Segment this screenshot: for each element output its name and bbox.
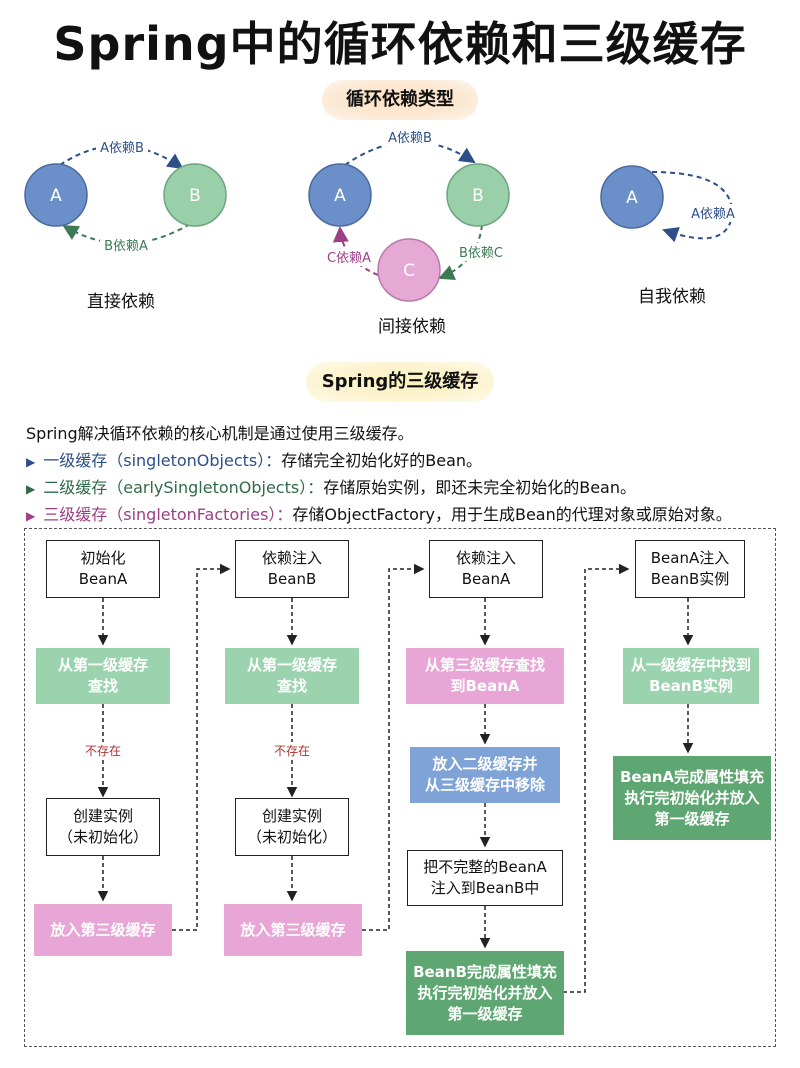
cache-level-1: ▶ 一级缓存（singletonObjects）：存储完全初始化好的Bean。	[26, 447, 482, 471]
edge-b-a-label: B依赖A	[104, 239, 148, 254]
flow-col2-put-level3: 放入第三级缓存	[224, 904, 362, 956]
flow-col3-inject-incomplete: 把不完整的BeanA 注入到BeanB中	[407, 850, 563, 906]
edge-a-a-label: A依赖A	[691, 207, 735, 222]
bullet-triangle-icon: ▶	[26, 455, 36, 469]
edge-c-to-a	[332, 226, 379, 276]
edge-a-to-b	[344, 140, 476, 166]
bullet-triangle-icon: ▶	[26, 482, 36, 496]
edge-a-b-label: A依赖B	[100, 141, 144, 156]
flow-bean-a-inject-bean-b: BeanA注入 BeanB实例	[635, 540, 745, 598]
edge-b-c-label: B依赖C	[459, 246, 503, 261]
cache-level-3: ▶ 三级缓存（singletonFactories）：存储ObjectFactor…	[26, 501, 732, 525]
cache-level-3-name: 三级缓存（singletonFactories）：	[43, 505, 293, 524]
cache-level-1-desc: 存储完全初始化好的Bean。	[281, 451, 483, 470]
cache-level-1-name: 一级缓存（singletonObjects）：	[43, 451, 282, 470]
dependency-diagrams: A B A依赖B B依赖A 直接依赖 A B C A依赖B B依赖C C依赖A …	[24, 128, 740, 337]
node-b-label: B	[189, 186, 201, 206]
cache-level-2-desc: 存储原始实例，即还未完全初始化的Bean。	[323, 478, 636, 497]
flow-col4-bean-a-complete: BeanA完成属性填充 执行完初始化并放入 第一级缓存	[613, 756, 771, 840]
node-b	[446, 163, 510, 227]
flow-col2-lookup-level1: 从第一级缓存 查找	[225, 648, 359, 704]
flow-col3-move-level2: 放入二级缓存并 从三级缓存中移除	[410, 747, 560, 803]
node-a	[24, 163, 88, 227]
flow-col2-not-exist: 不存在	[272, 742, 313, 759]
node-c-label: C	[403, 261, 415, 281]
flow-inject-bean-a: 依赖注入 BeanA	[429, 540, 543, 598]
bullet-triangle-icon: ▶	[26, 509, 36, 523]
flow-frame	[24, 528, 776, 1047]
flow-inject-bean-b: 依赖注入 BeanB	[235, 540, 349, 598]
node-a-label: A	[334, 186, 346, 206]
direct-dependency-diagram: A B A依赖B B依赖A 直接依赖	[24, 138, 227, 312]
cache-level-3-desc: 存储ObjectFactory，用于生成Bean的代理对象或原始对象。	[292, 505, 732, 524]
flow-col1-lookup-level1: 从第一级缓存 查找	[36, 648, 170, 704]
flow-col1-not-exist: 不存在	[83, 742, 124, 759]
flow-col2-create-instance: 创建实例 （未初始化）	[235, 798, 349, 856]
self-caption: 自我依赖	[638, 287, 706, 307]
cache-level-2: ▶ 二级缓存（earlySingletonObjects）：存储原始实例，即还未完…	[26, 474, 636, 498]
indirect-caption: 间接依赖	[378, 317, 446, 337]
node-b	[163, 163, 227, 227]
page-title: Spring中的循环依赖和三级缓存	[53, 17, 747, 71]
section-title-three-level-cache: Spring的三级缓存	[306, 362, 494, 402]
node-c	[377, 238, 441, 302]
indirect-dependency-diagram: A B C A依赖B B依赖C C依赖A 间接依赖	[308, 128, 510, 337]
flow-init-bean-a: 初始化 BeanA	[46, 540, 160, 598]
cache-intro-text: Spring解决循环依赖的核心机制是通过使用三级缓存。	[26, 424, 414, 443]
node-a	[308, 163, 372, 227]
edge-a-b-label: A依赖B	[388, 131, 432, 146]
self-dependency-diagram: A A依赖A 自我依赖	[600, 165, 740, 307]
flow-col4-find-level1: 从一级缓存中找到 BeanB实例	[623, 648, 759, 704]
node-a-label: A	[50, 186, 62, 206]
cache-level-2-name: 二级缓存（earlySingletonObjects）：	[43, 478, 324, 497]
flow-col1-create-instance: 创建实例 （未初始化）	[46, 798, 160, 856]
flow-col3-find-level3: 从第三级缓存查找 到BeanA	[406, 648, 564, 704]
flow-col1-put-level3: 放入第三级缓存	[34, 904, 172, 956]
section-title-cycle-types: 循环依赖类型	[322, 80, 478, 120]
node-a	[600, 165, 664, 229]
edge-c-a-label: C依赖A	[327, 251, 371, 266]
flow-col3-bean-b-complete: BeanB完成属性填充 执行完初始化并放入 第一级缓存	[406, 951, 564, 1035]
edge-b-to-c	[438, 224, 483, 280]
direct-caption: 直接依赖	[87, 292, 155, 312]
node-b-label: B	[472, 186, 484, 206]
node-a-label: A	[626, 188, 638, 208]
